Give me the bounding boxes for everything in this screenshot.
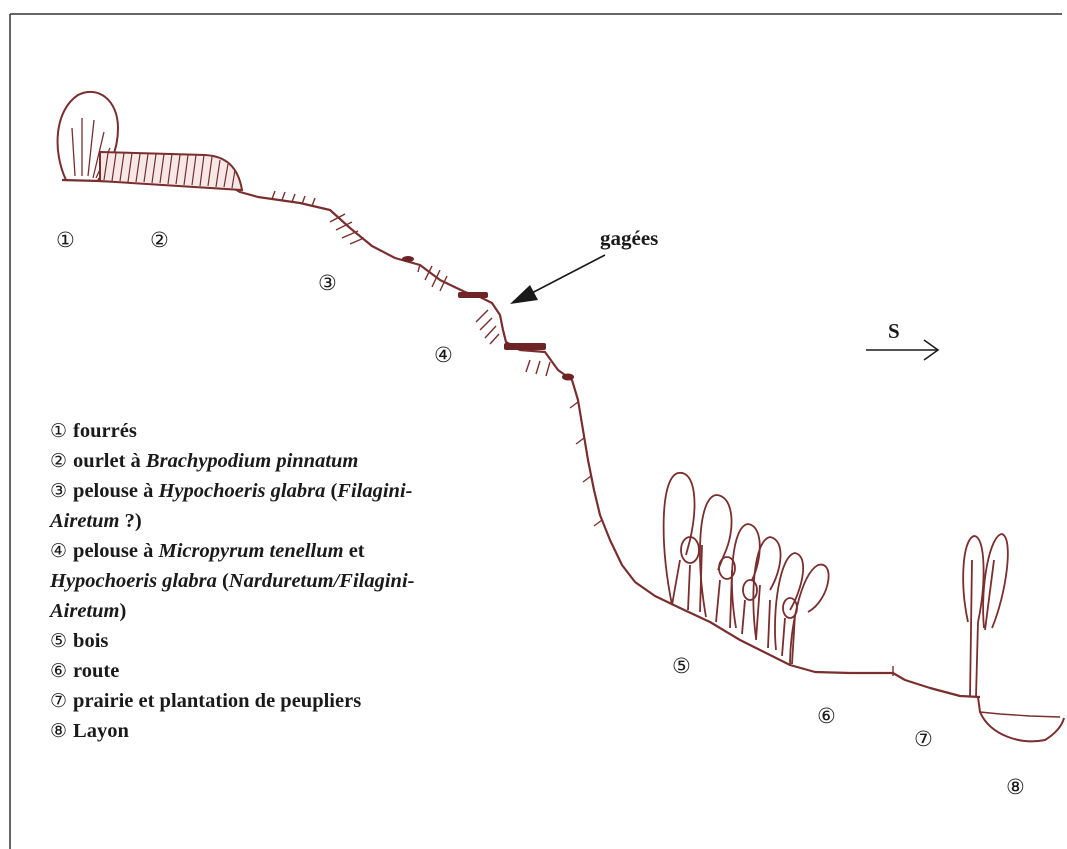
legend-species: Brachypodium pinnatum <box>146 450 358 472</box>
legend-text: et <box>344 540 365 562</box>
zone-marker-1: ① <box>56 228 75 252</box>
legend-text: prairie et plantation de peupliers <box>73 690 361 712</box>
zone-marker-2: ② <box>150 228 169 252</box>
legend-item-1: ① fourrés <box>50 416 570 446</box>
legend-item-5: ⑤ bois <box>50 626 570 656</box>
legend-text: ourlet à <box>73 450 146 472</box>
legend-species: Hypochoeris glabra <box>50 570 217 592</box>
legend-text: fourrés <box>73 420 137 442</box>
legend-item-7: ⑦ prairie et plantation de peupliers <box>50 686 570 716</box>
layon-water-line <box>980 712 1060 717</box>
legend-text: pelouse à <box>73 540 158 562</box>
legend-item-8: ⑧ Layon <box>50 716 570 746</box>
legend-species: Micropyrum tenellum <box>158 540 343 562</box>
legend-num: ⑤ <box>50 630 67 652</box>
legend-text: ( <box>325 480 337 502</box>
gagees-arrow-shaft <box>528 255 605 295</box>
ourlet-hatching <box>100 152 242 190</box>
legend-text: pelouse à <box>73 480 158 502</box>
legend-num: ⑧ <box>50 720 67 742</box>
legend-association: Narduretum/Filagini- <box>229 570 415 592</box>
south-arrow <box>866 340 938 360</box>
south-label: S <box>888 319 900 343</box>
legend-num: ⑦ <box>50 690 67 712</box>
legend-item-6: ⑥ route <box>50 656 570 686</box>
legend-num: ④ <box>50 540 67 562</box>
legend-item-2: ② ourlet à Brachypodium pinnatum <box>50 446 570 476</box>
zone-marker-4: ④ <box>434 343 453 367</box>
legend-association: Airetum <box>50 600 120 622</box>
legend-num: ② <box>50 450 67 472</box>
gagees-label: gagées <box>600 226 658 250</box>
legend-text: ) <box>120 600 127 622</box>
zone-marker-7: ⑦ <box>914 727 933 751</box>
legend-text: ( <box>217 570 229 592</box>
legend-num: ① <box>50 420 67 442</box>
legend-item-3: ③ pelouse à Hypochoeris glabra (Filagini-… <box>50 476 570 536</box>
zone-marker-6: ⑥ <box>817 704 836 728</box>
legend-text: ?) <box>120 510 142 532</box>
poplar-trees <box>963 534 1008 697</box>
legend-association: Airetum <box>50 510 120 532</box>
legend-species: Hypochoeris glabra <box>158 480 325 502</box>
zone-marker-3: ③ <box>318 271 337 295</box>
legend-num: ③ <box>50 480 67 502</box>
zone-marker-8: ⑧ <box>1006 775 1025 799</box>
legend-text: Layon <box>73 720 129 742</box>
legend: ① fourrés ② ourlet à Brachypodium pinnatum… <box>50 416 570 746</box>
woods-trees <box>664 473 829 666</box>
legend-text: route <box>73 660 119 682</box>
gagees-arrow-head <box>510 285 538 304</box>
zone-marker-5: ⑤ <box>672 654 691 678</box>
legend-association: Filagini- <box>337 480 412 502</box>
legend-text: bois <box>73 630 108 652</box>
legend-num: ⑥ <box>50 660 67 682</box>
layon-ditch <box>978 697 1064 741</box>
